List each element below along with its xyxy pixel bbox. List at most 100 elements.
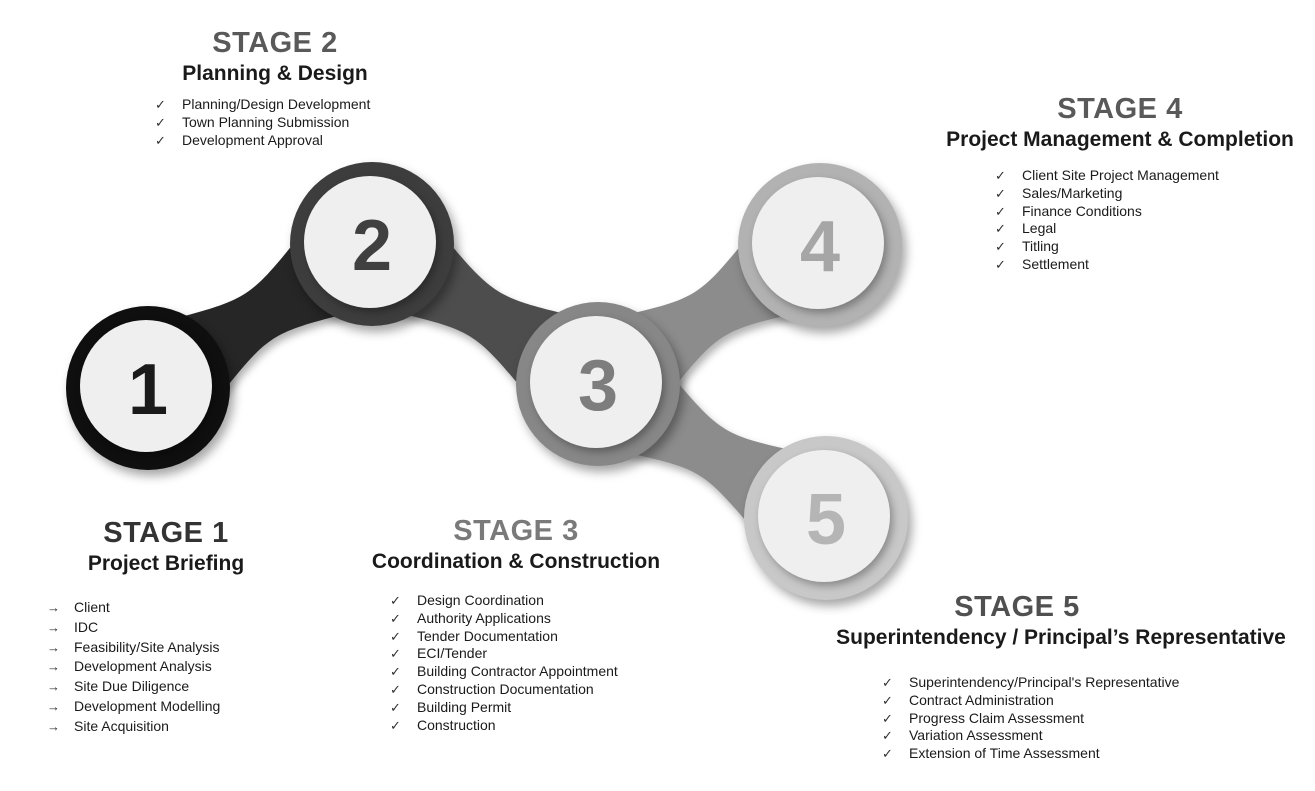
stage-2-title: STAGE 2 xyxy=(212,27,338,59)
check-icon: ✓ xyxy=(390,646,401,662)
stage-item-label: Tender Documentation xyxy=(417,627,558,644)
check-icon: ✓ xyxy=(390,593,401,608)
stage-item-label: IDC xyxy=(74,618,99,635)
stage-item-label: Design Coordination xyxy=(417,592,544,608)
stage-5-disc xyxy=(758,450,890,582)
stage-5-title: STAGE 5 xyxy=(954,591,1080,623)
check-icon: ✓ xyxy=(995,185,1006,201)
check-icon: ✓ xyxy=(155,132,166,148)
stage-item-label: Sales/Marketing xyxy=(1022,184,1123,201)
stage-item-label: Site Acquisition xyxy=(74,717,169,734)
stage-item-label: Construction xyxy=(417,716,496,733)
stage-item-label: Building Contractor Appointment xyxy=(417,663,618,680)
stage-3-disc xyxy=(530,316,662,448)
stage-1-number: 1 xyxy=(128,350,168,430)
stage-1-disc xyxy=(80,320,212,452)
stage-item: ✓ Variation Assessment xyxy=(882,727,1294,745)
stage-4-number: 4 xyxy=(800,207,840,287)
stage-3-title: STAGE 3 xyxy=(453,515,579,547)
stage-item-label: Site Due Diligence xyxy=(74,678,190,695)
stage-item: ✓ Design Coordination xyxy=(390,592,666,610)
stage-item: ✓ Planning/Design Development xyxy=(155,96,435,114)
stage-4-subtitle: Project Management & Completion xyxy=(946,128,1294,151)
stage-item: ✓ Settlement xyxy=(995,256,1285,274)
stage-item: ✓ Town Planning Submission xyxy=(155,114,435,132)
arrow-icon: → xyxy=(47,718,60,734)
stage-item-label: Variation Assessment xyxy=(909,727,1043,744)
stage-item: ✓ Tender Documentation xyxy=(390,628,666,646)
stage-item: ✓ Sales/Marketing xyxy=(995,185,1285,203)
stage-2-panel: STAGE 2 Planning & Design ✓ Planning/Desi… xyxy=(115,26,435,149)
stage-item-label: Progress Claim Assessment xyxy=(909,709,1085,726)
stage-item-label: Development Modelling xyxy=(74,697,221,714)
stage-item: ✓ Development Approval xyxy=(155,132,435,150)
stage-1-subtitle: Project Briefing xyxy=(87,552,245,575)
stage-item-label: Authority Applications xyxy=(417,609,551,626)
stage-3-number: 3 xyxy=(578,346,618,426)
stage-item-label: Settlement xyxy=(1022,255,1089,272)
stage-item-label: Extension of Time Assessment xyxy=(909,745,1100,762)
stage-item: → Development Modelling xyxy=(47,697,316,717)
stage-item: → Site Acquisition xyxy=(47,717,316,737)
stage-item-label: Contract Administration xyxy=(909,691,1054,708)
stage-2-number: 2 xyxy=(352,206,392,286)
stage-item: → Feasibility/Site Analysis xyxy=(47,638,316,658)
stage-item: ✓Client Site Project Management xyxy=(995,167,1285,185)
check-icon: ✓ xyxy=(155,114,166,130)
stage-item: ✓Progress Claim Assessment xyxy=(882,710,1294,728)
stage-3-node: 3 xyxy=(516,302,680,466)
stage-item-label: Planning/Design Development xyxy=(182,96,371,112)
arrow-icon: → xyxy=(47,639,60,655)
stage-1-panel: STAGE 1 Project Briefing →Client→IDC→Fea… xyxy=(16,516,316,737)
check-icon: ✓ xyxy=(390,699,401,715)
stage-5-node: 5 xyxy=(744,436,908,600)
check-icon: ✓ xyxy=(995,168,1006,183)
stage-item-label: Legal xyxy=(1022,220,1057,237)
stage-4-panel: STAGE 4 Project Management & Completion … xyxy=(946,92,1294,274)
stage-item-label: Feasibility/Site Analysis xyxy=(74,638,220,655)
stage-item-label: Development Analysis xyxy=(74,658,212,675)
stage-4-node: 4 xyxy=(738,163,902,327)
stage-2-disc xyxy=(304,176,436,308)
check-icon: ✓ xyxy=(390,681,401,697)
check-icon: ✓ xyxy=(995,256,1006,272)
check-icon: ✓ xyxy=(882,746,893,762)
stage-item: ✓ Legal xyxy=(995,220,1285,238)
arrow-icon: → xyxy=(47,600,60,615)
stage-item: ✓Finance Conditions xyxy=(995,203,1285,221)
check-icon: ✓ xyxy=(995,221,1006,237)
connectors xyxy=(166,232,805,534)
stage-item: ✓Construction xyxy=(390,717,666,735)
stage-2-subtitle: Planning & Design xyxy=(182,62,368,85)
stage-4-disc xyxy=(752,177,884,309)
stage-item: ✓ Authority Applications xyxy=(390,610,666,628)
arrow-icon: → xyxy=(47,659,60,675)
stage-5-subtitle: Superintendency / Principal’s Representa… xyxy=(836,626,1286,649)
stage-item: ✓Building Contractor Appointment xyxy=(390,663,666,681)
stage-3-item-list: ✓ Design Coordination ✓ Authority Applicati… xyxy=(366,592,666,734)
arrow-icon: → xyxy=(47,619,60,635)
check-icon: ✓ xyxy=(390,610,401,626)
stage-item-label: Development Approval xyxy=(182,131,323,148)
stage-4-item-list: ✓Client Site Project Management✓Sales/Ma… xyxy=(955,167,1285,274)
stage-2-node: 2 xyxy=(290,162,454,326)
check-icon: ✓ xyxy=(390,628,401,644)
stage-item: →Site Due Diligence xyxy=(47,677,316,697)
stage-5-item-list: ✓ Superintendency/Principal's Representat… xyxy=(828,674,1294,763)
stage-item: ✓Building Permit xyxy=(390,699,666,717)
stage-4-title: STAGE 4 xyxy=(1057,93,1183,125)
stage-item-label: Town Planning Submission xyxy=(182,113,350,130)
stage-item-label: Client xyxy=(74,599,110,615)
check-icon: ✓ xyxy=(155,97,166,112)
stage-item: ✓Contract Administration xyxy=(882,692,1294,710)
stage-item: ✓Superintendency/Principal's Representat… xyxy=(882,674,1294,692)
stage-item-label: Superintendency/Principal's Representati… xyxy=(909,674,1180,690)
stage-5-panel: STAGE 5 Superintendency / Principal’s Re… xyxy=(828,590,1294,763)
check-icon: ✓ xyxy=(995,239,1006,255)
stage-item: → Client xyxy=(47,598,316,618)
stage-item-label: Construction Documentation xyxy=(417,680,594,697)
stage-1-item-list: → Client → IDC → Feasibility/Site Analysis → De… xyxy=(16,598,316,737)
arrow-icon: → xyxy=(47,698,60,714)
check-icon: ✓ xyxy=(882,728,893,744)
